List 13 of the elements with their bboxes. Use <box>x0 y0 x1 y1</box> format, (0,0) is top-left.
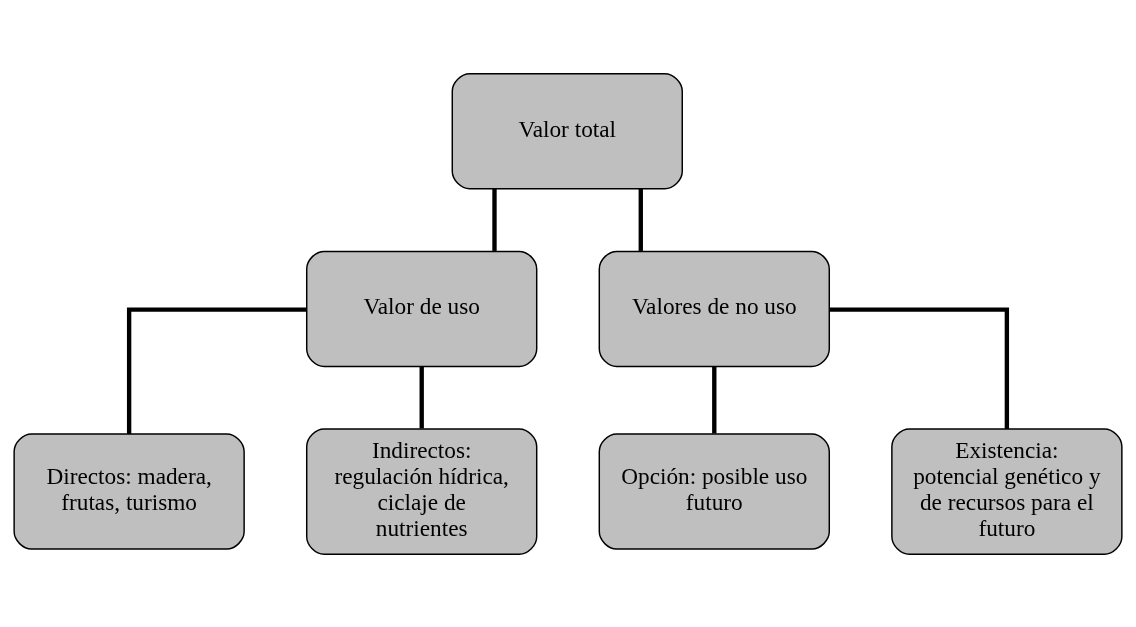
connector <box>638 188 643 251</box>
connector <box>419 366 424 428</box>
connector <box>829 306 1010 429</box>
node-box: Indirectos: regulación hídrica, ciclaje de nutrientes <box>306 427 538 555</box>
connector <box>712 366 717 434</box>
node-box: Valor total <box>451 72 683 190</box>
node-box: Valor de uso <box>306 250 538 367</box>
node-box: Opción: posible uso futuro <box>598 432 830 550</box>
connector <box>126 306 307 434</box>
node-box: Directos: madera, frutas, turismo <box>13 432 245 550</box>
node-box: Existencia: potencial genético y de recursos para el futuro <box>891 427 1123 555</box>
node-box: Valores de no uso <box>598 250 830 367</box>
connector <box>492 188 497 251</box>
